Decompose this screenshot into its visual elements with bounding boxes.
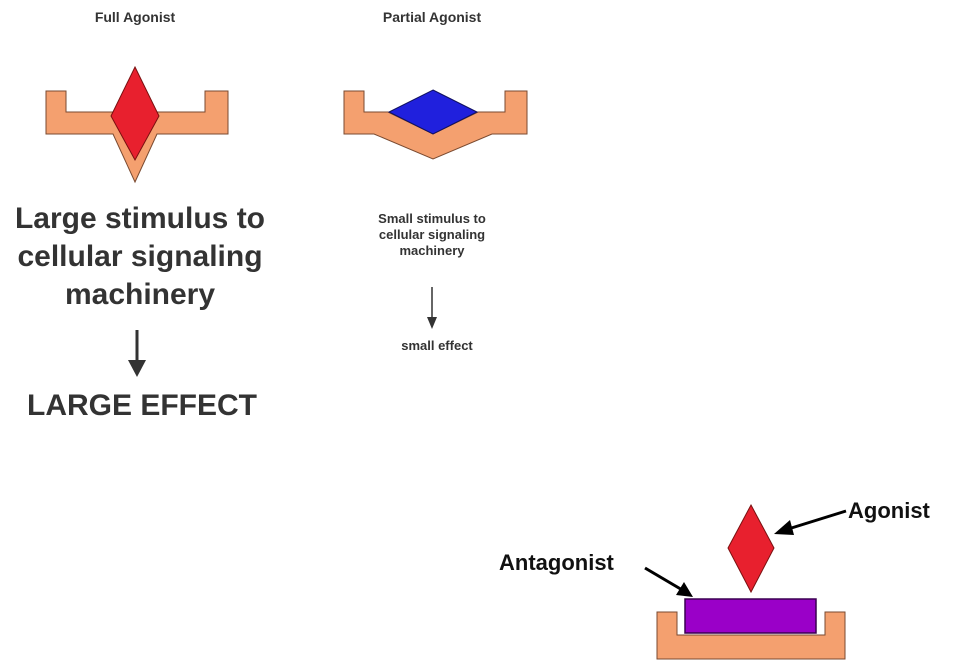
antagonist-pointer-shaft [644,566,685,593]
partial-agonist-title: Partial Agonist [382,9,482,25]
full-agonist-stimulus-line-2: cellular signaling [17,240,263,273]
antagonist-receptor [656,611,846,660]
partial-agonist-stimulus-line-1: Small stimulus to [378,211,486,226]
partial-agonist-stimulus-line-3: machinery [399,243,465,258]
partial-agonist-stimulus: Small stimulus to cellular signaling mac… [357,211,507,259]
full-agonist-ligand [110,65,160,162]
large-arrow-head [128,360,146,377]
antagonist-label: Antagonist [499,550,614,575]
full-agonist-title: Full Agonist [94,9,176,25]
agonist-label: Agonist [848,498,930,523]
small-arrow-head [427,317,437,329]
full-agonist-stimulus-line-3: machinery [64,278,216,311]
full-agonist-stimulus: Large stimulus to cellular signaling mac… [0,200,290,314]
full-agonist-effect: LARGE EFFECT [27,389,257,422]
full-agonist-stimulus-line-1: Large stimulus to [14,202,266,235]
partial-agonist-ligand [387,89,479,135]
partial-agonist-receptor [343,90,528,160]
partial-agonist-effect: small effect [401,338,473,353]
partial-agonist-stimulus-line-2: cellular signaling [378,227,486,242]
agonist-ligand [727,503,775,594]
antagonist-block [684,598,817,634]
agonist-pointer-head [774,520,794,535]
agonist-pointer-shaft [784,509,847,532]
antagonist-pointer-head [676,582,693,597]
